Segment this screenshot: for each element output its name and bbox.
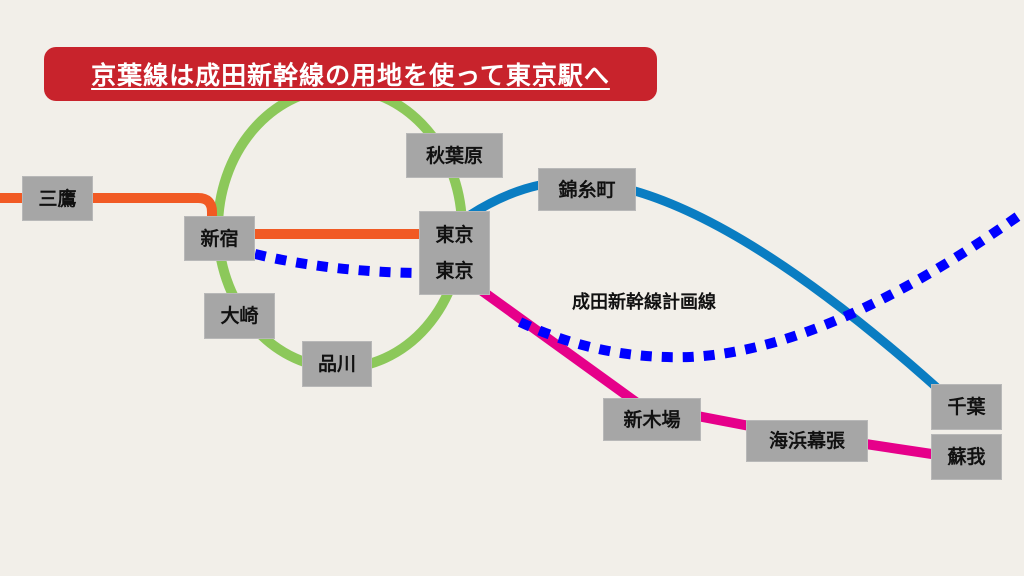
narita-shinkansen-plan-west xyxy=(253,249,421,278)
station-soga: 蘇我 xyxy=(931,434,1002,480)
narita-shinkansen-plan-east xyxy=(517,207,1024,363)
chuo-line xyxy=(0,193,217,230)
station-tokyo-upper: 東京 xyxy=(435,224,474,246)
station-akihabara: 秋葉原 xyxy=(406,133,503,178)
station-chiba: 千葉 xyxy=(931,384,1002,430)
station-shinagawa: 品川 xyxy=(302,341,372,387)
station-kaihin-makuhari: 海浜幕張 xyxy=(746,420,868,462)
plan-line-label: 成田新幹線計画線 xyxy=(572,292,716,313)
station-tokyo-lower: 東京 xyxy=(435,260,474,282)
station-kinshicho: 錦糸町 xyxy=(538,168,636,211)
station-mitaka: 三鷹 xyxy=(22,176,93,221)
station-shinkiba: 新木場 xyxy=(603,398,701,441)
title-banner: 京葉線は成田新幹線の用地を使って東京駅へ xyxy=(44,47,657,101)
station-shinjuku: 新宿 xyxy=(184,216,255,261)
station-tokyo: 東京 東京 xyxy=(419,211,490,295)
station-osaki: 大崎 xyxy=(204,293,275,339)
